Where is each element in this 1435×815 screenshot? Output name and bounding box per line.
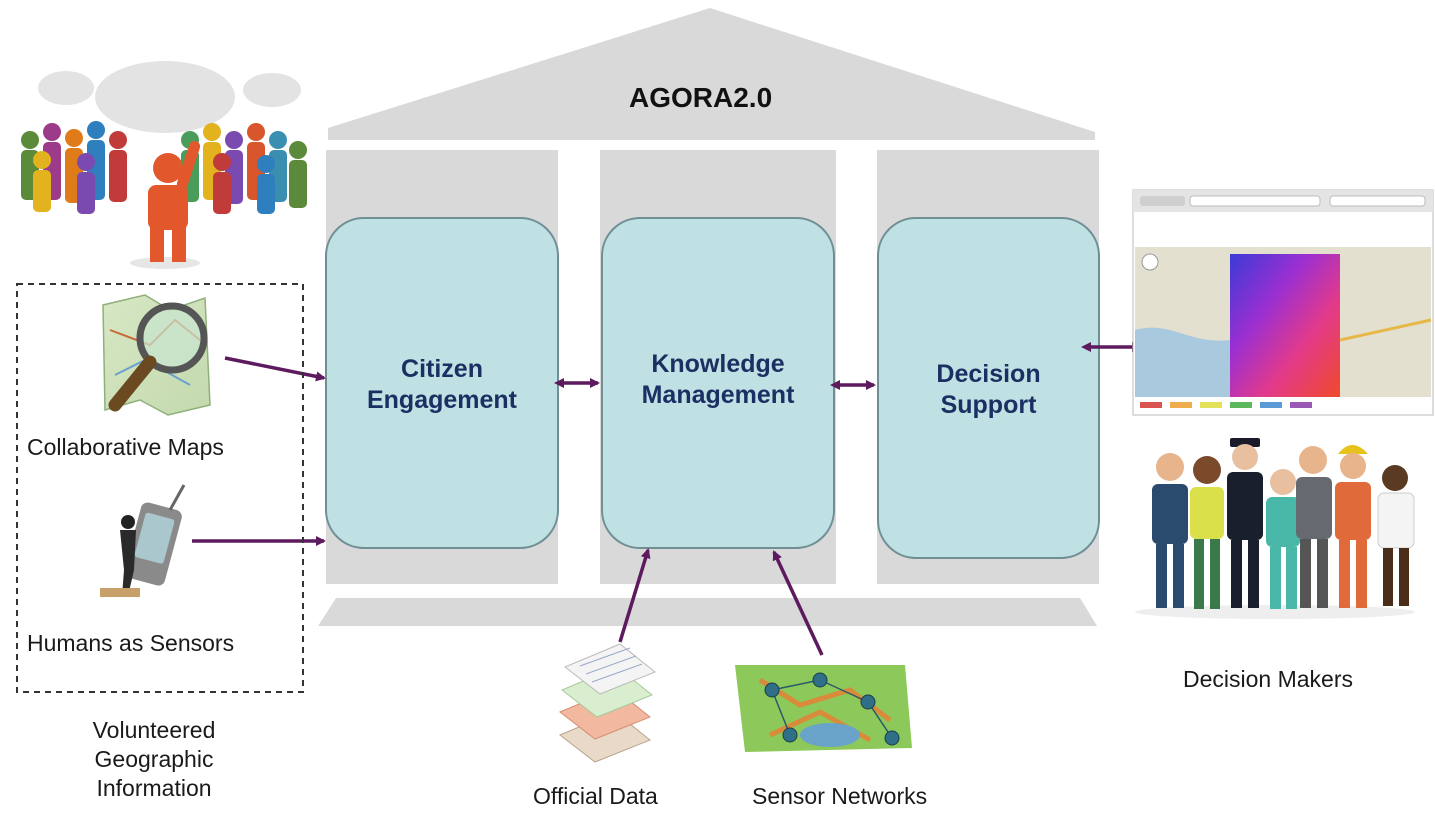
arrow-sensor-networks-up: [772, 550, 824, 656]
pillar-title-citizen-engagement: Citizen Engagement: [366, 354, 518, 414]
crowd-illustration: [21, 61, 307, 269]
vgi-group-box: [16, 283, 304, 693]
diagram-title: AGORA2.0: [629, 82, 773, 113]
pillar-title-decision-support: Decision Support: [936, 359, 1041, 419]
map-screenshot-thumbnail: [1132, 189, 1434, 416]
sensor-network-map-icon: [735, 665, 912, 752]
pillar-box-decision-support: [877, 217, 1100, 559]
label-official-data: Official Data: [533, 783, 658, 809]
map-magnifier-icon: [102, 294, 211, 416]
data-layers-icon: [559, 643, 656, 763]
label-vgi: Volunteered Geographic Information: [92, 717, 216, 801]
arrow-maps-to-citizen: [224, 356, 326, 382]
label-collaborative-maps: Collaborative Maps: [27, 434, 224, 460]
arrows: [192, 342, 1142, 656]
temple-base: [318, 598, 1097, 626]
pillar-title-knowledge-management: Knowledge Management: [641, 349, 795, 409]
phone-person-icon: [100, 484, 186, 597]
arrow-official-data-up: [618, 548, 651, 643]
label-sensor-networks: Sensor Networks: [752, 783, 928, 809]
label-humans-as-sensors: Humans as Sensors: [27, 630, 235, 656]
temple: [318, 8, 1100, 626]
label-decision-makers: Decision Makers: [1183, 666, 1353, 692]
temple-roof: [328, 8, 1095, 140]
professionals-illustration: [1135, 438, 1415, 619]
